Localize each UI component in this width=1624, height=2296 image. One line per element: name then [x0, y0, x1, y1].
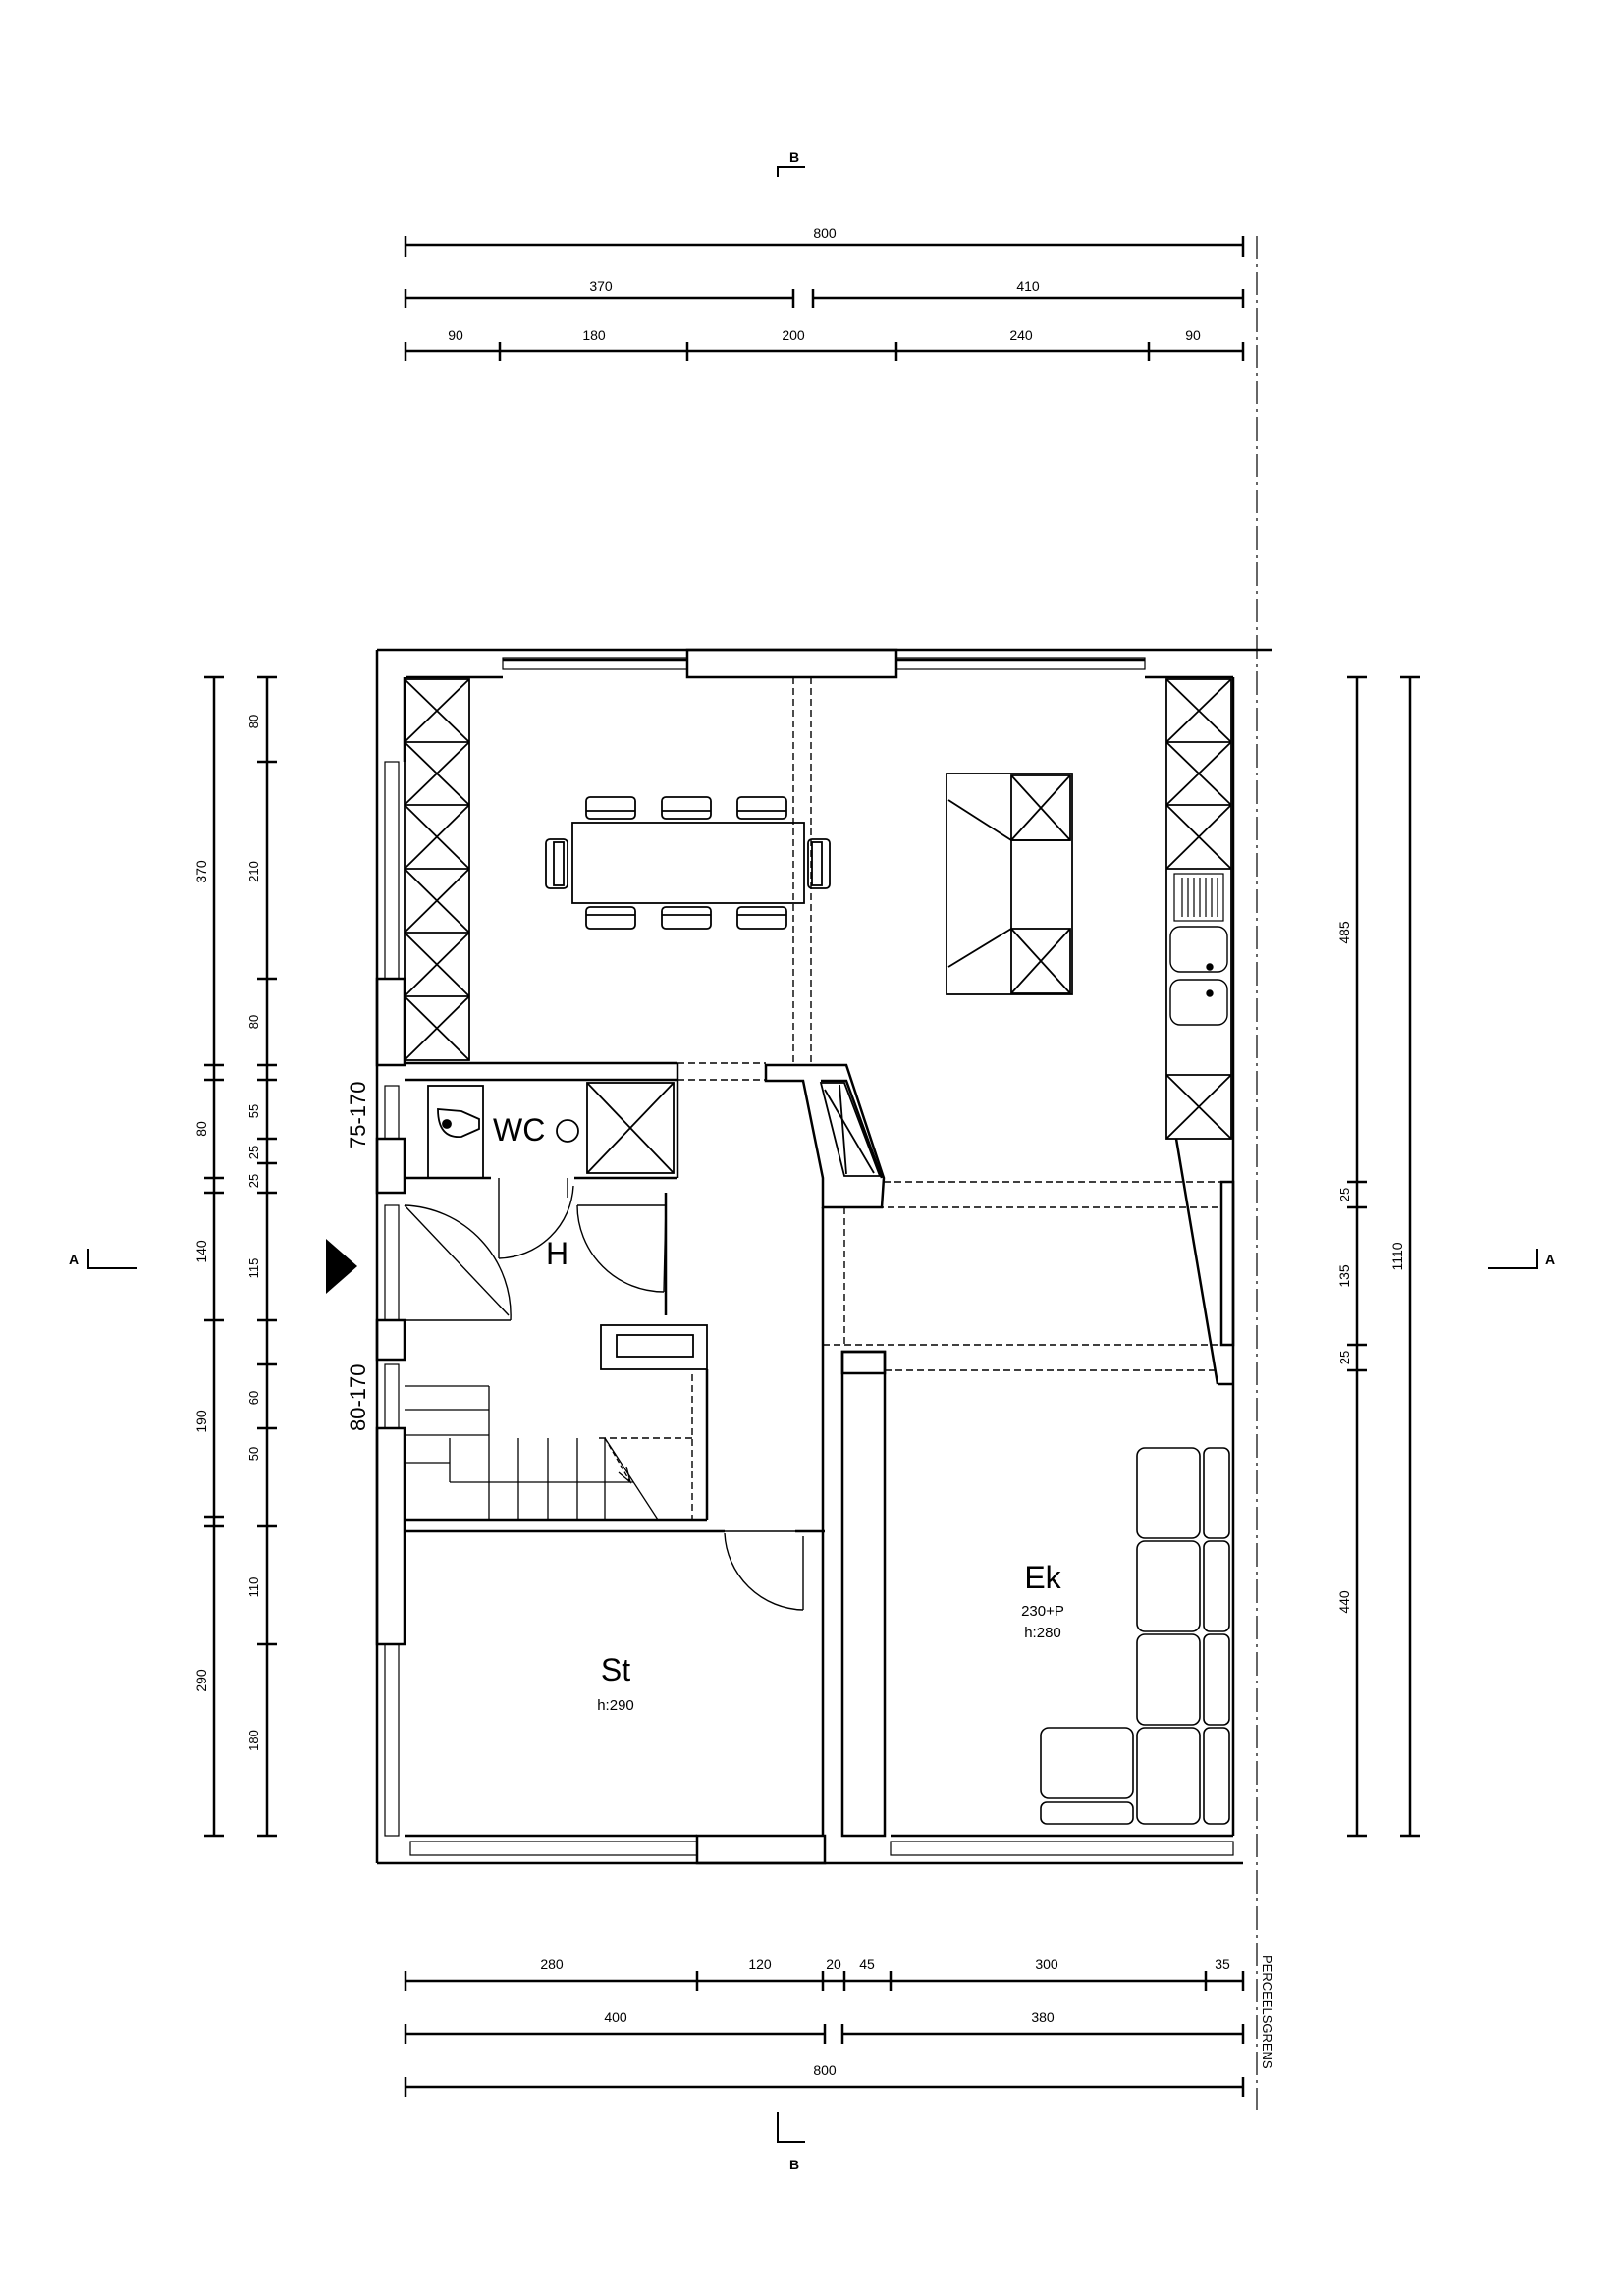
- dim-top-200: 200: [782, 327, 805, 343]
- svg-text:B: B: [789, 2157, 799, 2172]
- dimension-labels-left-outer: 370 80 140 190 290: [193, 860, 209, 1692]
- dimension-chain-right: [1347, 675, 1420, 1838]
- section-marker-a-right: A: [1488, 1249, 1555, 1269]
- dim-top-240: 240: [1009, 327, 1033, 343]
- room-height-st: h:290: [597, 1697, 634, 1714]
- svg-text:60: 60: [246, 1391, 261, 1405]
- interior-walls: [405, 1061, 1235, 1838]
- room-label-st: St: [601, 1652, 630, 1687]
- stairs: [405, 1385, 659, 1521]
- left-wall-cabinets: [404, 678, 470, 1061]
- section-marker-b-bottom: B: [777, 2112, 805, 2172]
- dim-left-190: 190: [193, 1410, 209, 1433]
- svg-text:210: 210: [246, 861, 261, 882]
- dim-bottom-380: 380: [1031, 2009, 1055, 2025]
- dim-top-410: 410: [1016, 278, 1040, 294]
- svg-text:110: 110: [246, 1577, 261, 1598]
- dimension-labels-left-inner: 80 210 80 55 25 25 115 60 50 110 180: [246, 715, 261, 1751]
- dim-top-370: 370: [589, 278, 613, 294]
- section-marker-a-left: A: [69, 1249, 137, 1269]
- dim-bottom-400: 400: [604, 2009, 627, 2025]
- stair-cabinet: [586, 1082, 675, 1174]
- room-height-ek: h:280: [1024, 1625, 1061, 1641]
- dimension-chain-top: [404, 236, 1245, 361]
- exterior-walls: [375, 648, 1272, 1865]
- svg-text:115: 115: [246, 1258, 261, 1279]
- dining-table: [545, 796, 831, 930]
- dim-left-370: 370: [193, 860, 209, 883]
- hall-cabinet: [600, 1324, 708, 1370]
- dim-right-25b: 25: [1337, 1351, 1352, 1364]
- svg-text:25: 25: [246, 1146, 261, 1159]
- wc-door: [498, 1178, 574, 1259]
- hidden-lines: [599, 677, 1221, 1520]
- svg-text:A: A: [69, 1252, 79, 1267]
- room-label-wc: WC: [493, 1112, 545, 1148]
- svg-text:A: A: [1545, 1252, 1555, 1267]
- dim-right-440: 440: [1336, 1590, 1352, 1614]
- svg-text:180: 180: [246, 1730, 261, 1751]
- svg-text:B: B: [789, 149, 799, 165]
- dim-bottom-280: 280: [540, 1956, 564, 1972]
- entry-door: [404, 1204, 512, 1321]
- entrance-arrow-icon: [326, 1239, 357, 1294]
- dim-bottom-120: 120: [748, 1956, 772, 1972]
- dim-bottom-45: 45: [859, 1956, 875, 1972]
- opening-label-lower: 80-170: [346, 1363, 370, 1431]
- dim-bottom-300: 300: [1035, 1956, 1058, 1972]
- dim-right-485: 485: [1336, 921, 1352, 944]
- dimension-labels-bottom: 280 120 20 45 300 35 400 380 800: [540, 1956, 1230, 2078]
- windows: [384, 657, 1234, 1856]
- dim-top-180: 180: [582, 327, 606, 343]
- sink-icon: [1169, 926, 1228, 1026]
- kitchen-cabinets: [1165, 678, 1232, 1140]
- dimension-labels-top: 800 370 410 90 180 200 240 90: [448, 225, 1201, 343]
- dimension-labels-right: 485 25 135 25 440 1110: [1336, 921, 1405, 1614]
- svg-text:80: 80: [246, 1015, 261, 1029]
- chimney-cabinet: [819, 1082, 882, 1177]
- dim-bottom-35: 35: [1215, 1956, 1230, 1972]
- boundary-label: PERCEELSGRENS: [1260, 1955, 1274, 2069]
- hall-door: [576, 1204, 667, 1315]
- svg-text:50: 50: [246, 1447, 261, 1461]
- dim-right-25a: 25: [1337, 1188, 1352, 1201]
- room-label-ek: Ek: [1024, 1560, 1061, 1595]
- stove-icon: [1173, 873, 1224, 922]
- svg-text:55: 55: [246, 1104, 261, 1118]
- storage-door: [724, 1530, 805, 1611]
- dim-top-90b: 90: [1185, 327, 1201, 343]
- dim-left-290: 290: [193, 1669, 209, 1692]
- svg-text:80: 80: [246, 715, 261, 728]
- dim-bottom-20: 20: [826, 1956, 841, 1972]
- room-label-hall: H: [546, 1236, 568, 1271]
- dim-top-total: 800: [813, 225, 837, 240]
- kitchen-island: [946, 773, 1073, 995]
- dim-left-140: 140: [193, 1240, 209, 1263]
- room-area-ek: 230+P: [1021, 1603, 1064, 1620]
- property-boundary-line: PERCEELSGRENS: [1256, 236, 1274, 2110]
- dim-bottom-total: 800: [813, 2062, 837, 2078]
- sofa: [1040, 1447, 1230, 1825]
- dim-right-total: 1110: [1389, 1242, 1405, 1270]
- dimension-chain-bottom: [404, 1971, 1245, 2097]
- dim-left-80: 80: [193, 1121, 209, 1137]
- dimension-chain-left: [204, 675, 277, 1838]
- opening-label-upper: 75-170: [346, 1081, 370, 1148]
- dim-top-90a: 90: [448, 327, 463, 343]
- dim-right-135: 135: [1336, 1264, 1352, 1288]
- svg-text:25: 25: [246, 1174, 261, 1188]
- section-marker-b-top: B: [777, 149, 805, 177]
